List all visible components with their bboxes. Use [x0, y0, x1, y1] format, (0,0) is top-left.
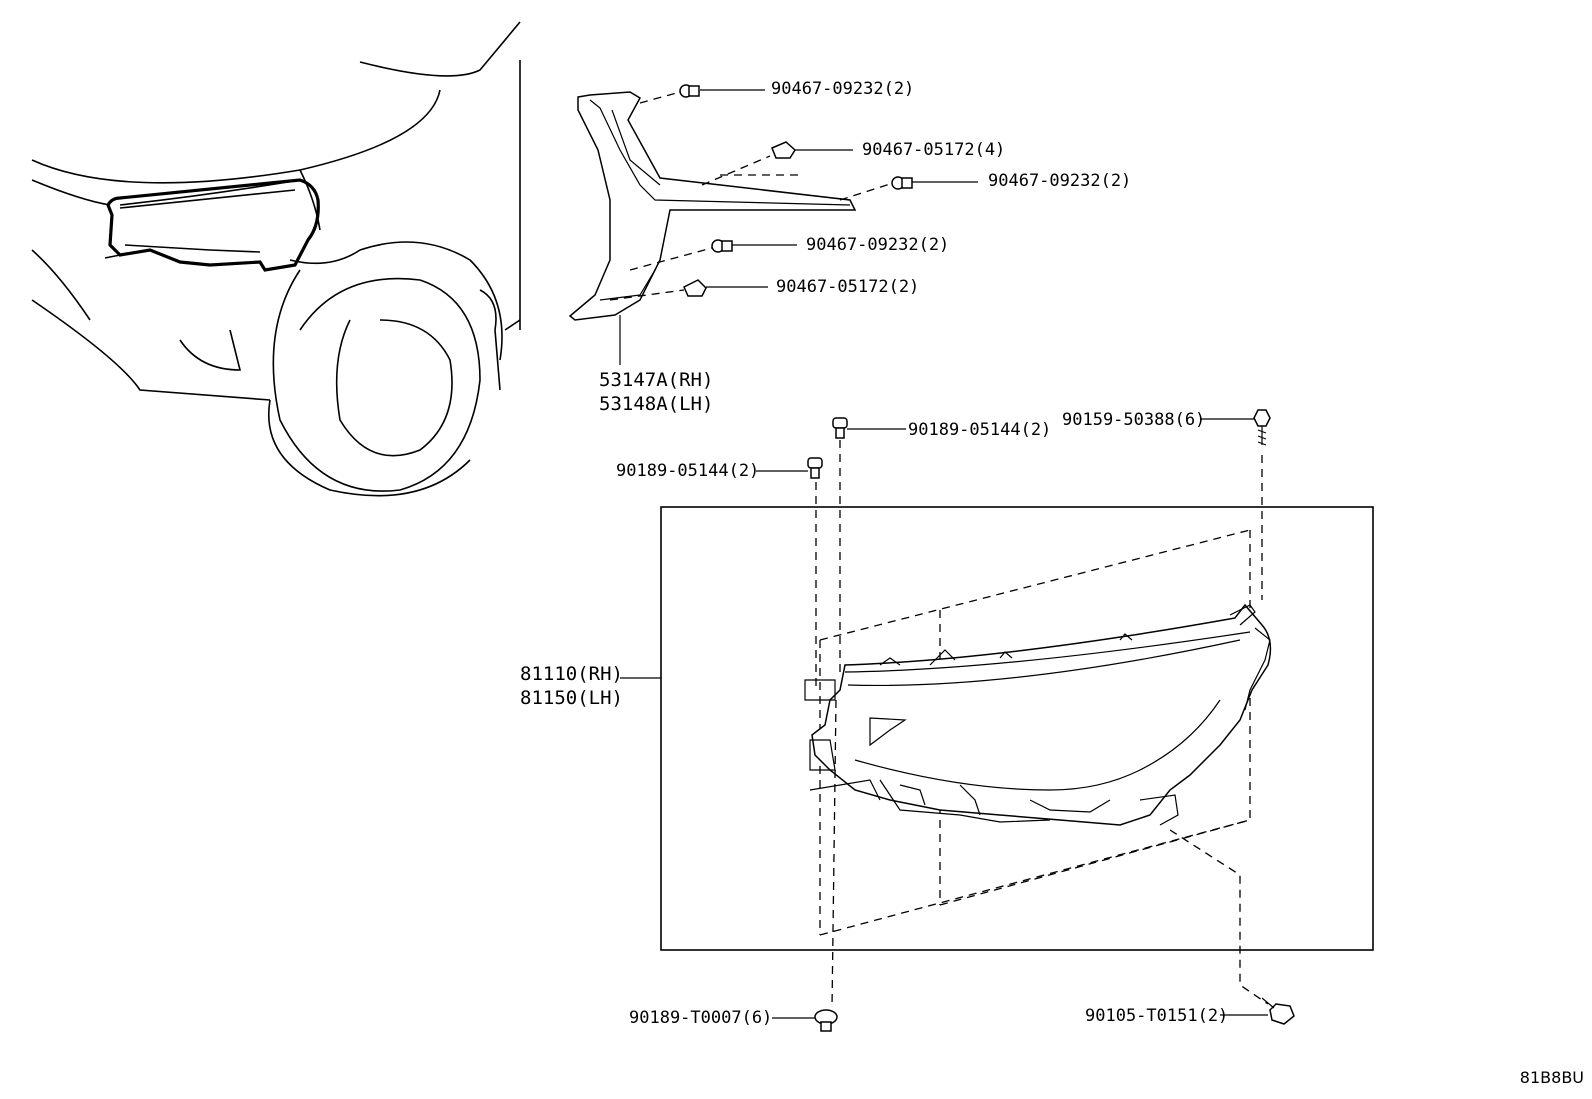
label-90467-05172-2: 90467-05172(2) [776, 277, 920, 297]
clip-90467-09232-top [679, 84, 700, 98]
clip-90467-05172-4 [771, 141, 796, 159]
diagram-code: 81B8BU [1519, 1068, 1584, 1087]
headlamp-unit-illustration [804, 603, 1272, 826]
clip-90189-05144-left [807, 457, 823, 479]
label-81110-rh: 81110(RH) [520, 663, 623, 685]
label-90189-05144-top: 90189-05144(2) [908, 420, 1052, 440]
label-53147A-rh: 53147A(RH) [599, 369, 714, 391]
label-90467-09232-right: 90467-09232(2) [988, 171, 1132, 191]
label-90189-05144-left: 90189-05144(2) [616, 461, 760, 481]
clip-90467-09232-mid [711, 239, 733, 253]
label-90159-50388: 90159-50388(6) [1062, 410, 1206, 430]
clip-90189-05144-top [832, 417, 848, 439]
label-90467-09232-mid: 90467-09232(2) [806, 235, 950, 255]
label-81150-lh: 81150(LH) [520, 687, 623, 709]
label-90105-T0151: 90105-T0151(2) [1085, 1006, 1229, 1026]
label-90189-T0007: 90189-T0007(6) [629, 1008, 773, 1028]
label-90467-05172-4: 90467-05172(4) [862, 140, 1006, 160]
clip-90467-09232-right [891, 176, 913, 190]
label-53148A-lh: 53148A(LH) [599, 393, 714, 415]
bolt-90105-T0151 [1261, 997, 1295, 1025]
headlamp-assembly-box [660, 506, 1374, 951]
garnish-part-illustration [568, 91, 857, 321]
screw-90159-50388 [1253, 409, 1271, 446]
label-90467-09232-top: 90467-09232(2) [771, 79, 915, 99]
vehicle-front-illustration [31, 21, 521, 497]
clip-90467-05172-2 [683, 279, 707, 297]
clip-90189-T0007 [814, 1009, 838, 1032]
